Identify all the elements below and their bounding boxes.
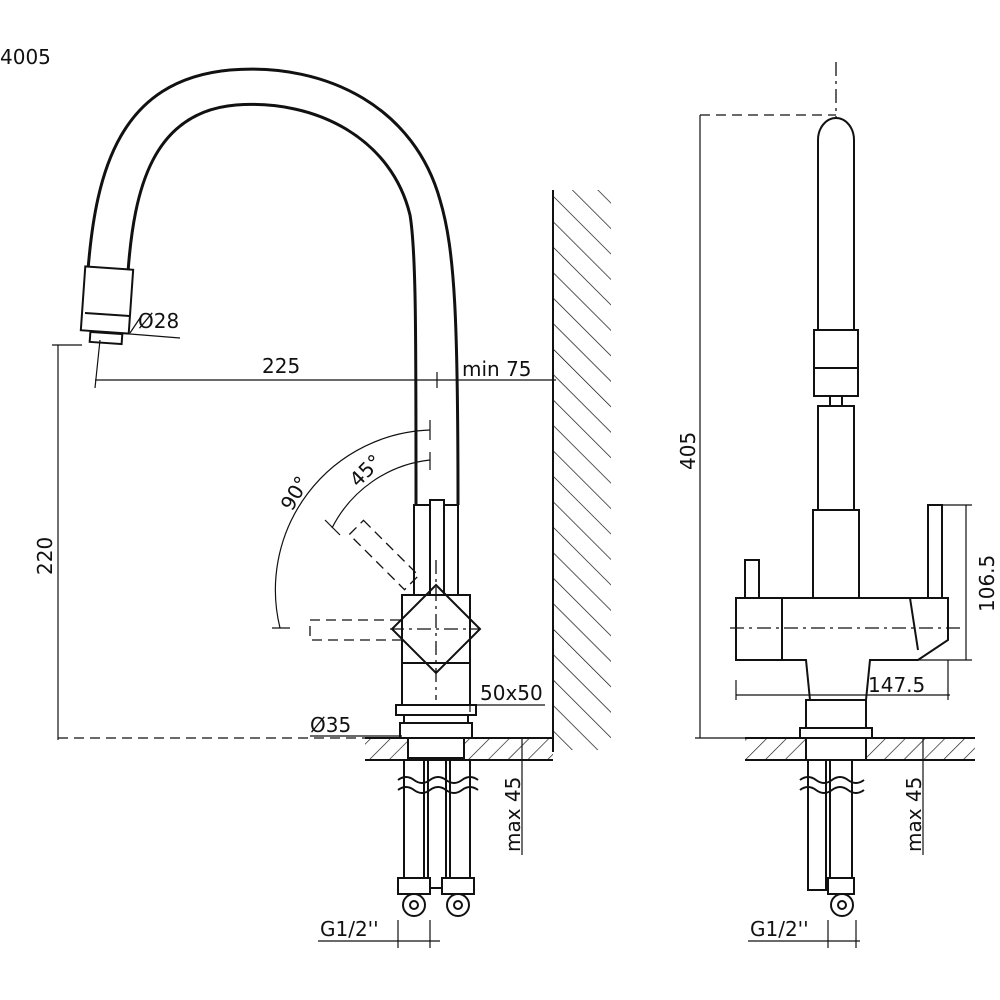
lever-height-dimension: 106.5 bbox=[918, 504, 999, 661]
spout bbox=[79, 67, 460, 506]
width-dimension: 147.5 bbox=[735, 660, 950, 700]
height-label: 220 bbox=[33, 537, 57, 575]
wall-distance-label: min 75 bbox=[462, 357, 532, 381]
connection-side-label: G1/2'' bbox=[320, 917, 379, 941]
reach-dimension: 225 min 75 bbox=[94, 339, 556, 389]
side-view: Ø28 225 min 75 220 bbox=[33, 67, 611, 948]
body-section-label: 50x50 bbox=[480, 681, 543, 705]
connection-front-label: G1/2'' bbox=[750, 917, 809, 941]
faucet-body-side bbox=[309, 499, 482, 739]
mounting-depth-side: max 45 bbox=[501, 738, 530, 855]
spout-diameter-label: Ø28 bbox=[138, 309, 179, 333]
width-label: 147.5 bbox=[868, 673, 925, 697]
base-diameter-label: Ø35 bbox=[310, 713, 351, 737]
spout-diameter-dimension: Ø28 bbox=[79, 309, 181, 339]
spout-front bbox=[812, 117, 860, 599]
faucet-body-front bbox=[730, 504, 960, 739]
total-height-label: 405 bbox=[676, 432, 700, 470]
angle-small-label: 45° bbox=[345, 449, 387, 491]
wall bbox=[552, 190, 611, 752]
reach-label: 225 bbox=[262, 354, 300, 378]
lever-height-label: 106.5 bbox=[975, 555, 999, 612]
connection-front-dimension: G1/2'' bbox=[748, 917, 860, 948]
hoses-side bbox=[397, 737, 479, 917]
height-dimension: 220 bbox=[33, 344, 365, 740]
total-height-dimension: 405 bbox=[676, 114, 836, 739]
model-number: 4005 bbox=[0, 45, 51, 69]
front-view: 405 106.5 147.5 max 45 G1/2'' bbox=[676, 62, 999, 948]
mounting-depth-front-label: max 45 bbox=[902, 777, 926, 852]
connection-side-dimension: G1/2'' bbox=[318, 917, 440, 948]
base-diameter-dimension: Ø35 bbox=[310, 713, 402, 737]
body-section-dimension: 50x50 bbox=[396, 681, 545, 712]
mounting-depth-side-label: max 45 bbox=[501, 777, 525, 852]
mounting-depth-front: max 45 bbox=[902, 738, 930, 855]
angle-large-label: 90° bbox=[276, 472, 315, 515]
hoses-front bbox=[799, 737, 867, 917]
